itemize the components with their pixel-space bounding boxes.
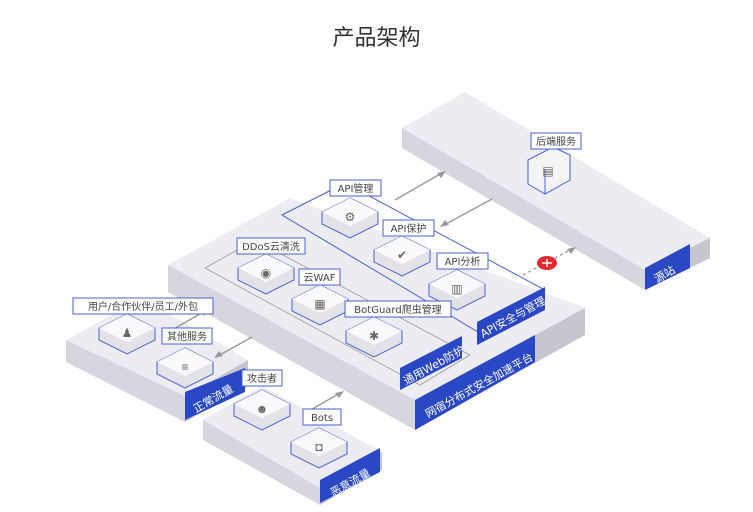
users-icon: ♟	[122, 326, 133, 340]
node-label-box	[302, 408, 342, 426]
node-label-box	[298, 268, 341, 286]
arrow-platform-to-origin	[394, 172, 443, 201]
node-label: DDoS云清洗	[242, 240, 300, 253]
node-label: API保护	[391, 222, 427, 235]
node-label: 用户/合作伙伴/员工/外包	[88, 300, 198, 313]
node-api-protect[interactable]: ✔ API保护	[373, 219, 435, 277]
arrow-origin-to-platform	[443, 198, 493, 226]
node-label: 攻击者	[247, 372, 277, 385]
node-label: 后端服务	[536, 135, 576, 148]
node-users[interactable]: ♟ 用户/合作伙伴/员工/外包	[72, 297, 214, 355]
node-label-box	[161, 327, 213, 345]
arrow-platform-to-normal	[217, 336, 253, 357]
node-label: BotGuard爬虫管理	[354, 303, 441, 316]
node-other[interactable]: ≡ 其他服务	[156, 327, 214, 389]
node-label: API分析	[445, 255, 481, 268]
hacker-icon: ☻	[256, 402, 269, 416]
node-label-box	[436, 252, 489, 270]
node-waf[interactable]: ▦ 云WAF	[291, 268, 349, 326]
node-label-box	[72, 297, 214, 315]
node-botguard[interactable]: ✱ BotGuard爬虫管理	[344, 300, 452, 358]
node-label-box	[236, 237, 306, 255]
shield-eye-icon: ◉	[261, 266, 271, 280]
node-bots[interactable]: ◘ Bots	[290, 408, 348, 469]
server-icon: ▤	[542, 164, 553, 178]
node-attacker[interactable]: ☻ 攻击者	[233, 369, 291, 431]
node-label-box	[329, 179, 382, 197]
node-label-box	[382, 219, 435, 237]
node-label: API管理	[338, 182, 374, 195]
bug-monitor-icon: ✱	[369, 329, 379, 343]
shield-check-icon: ✔	[397, 248, 407, 262]
bar-chart-icon: ▥	[451, 282, 462, 296]
page-title: 产品架构	[332, 25, 421, 50]
node-api-analysis[interactable]: ▥ API分析	[428, 252, 489, 311]
node-label: 其他服务	[167, 330, 207, 343]
robot-icon: ◘	[315, 440, 322, 454]
node-label: 云WAF	[304, 273, 336, 284]
gear-icon: ⚙	[345, 210, 356, 224]
node-backend[interactable]: ▤ 后端服务	[527, 132, 582, 195]
blocked-icon	[537, 256, 557, 270]
server-rack-icon: ≡	[181, 360, 188, 374]
node-ddos[interactable]: ◉ DDoS云清洗	[236, 237, 306, 295]
firewall-icon: ▦	[314, 297, 325, 311]
node-label-box	[344, 300, 452, 318]
node-label: Bots	[311, 413, 333, 424]
node-label-box	[530, 132, 582, 150]
node-label-box	[241, 369, 283, 387]
node-api-mgmt[interactable]: ⚙ API管理	[321, 179, 382, 239]
